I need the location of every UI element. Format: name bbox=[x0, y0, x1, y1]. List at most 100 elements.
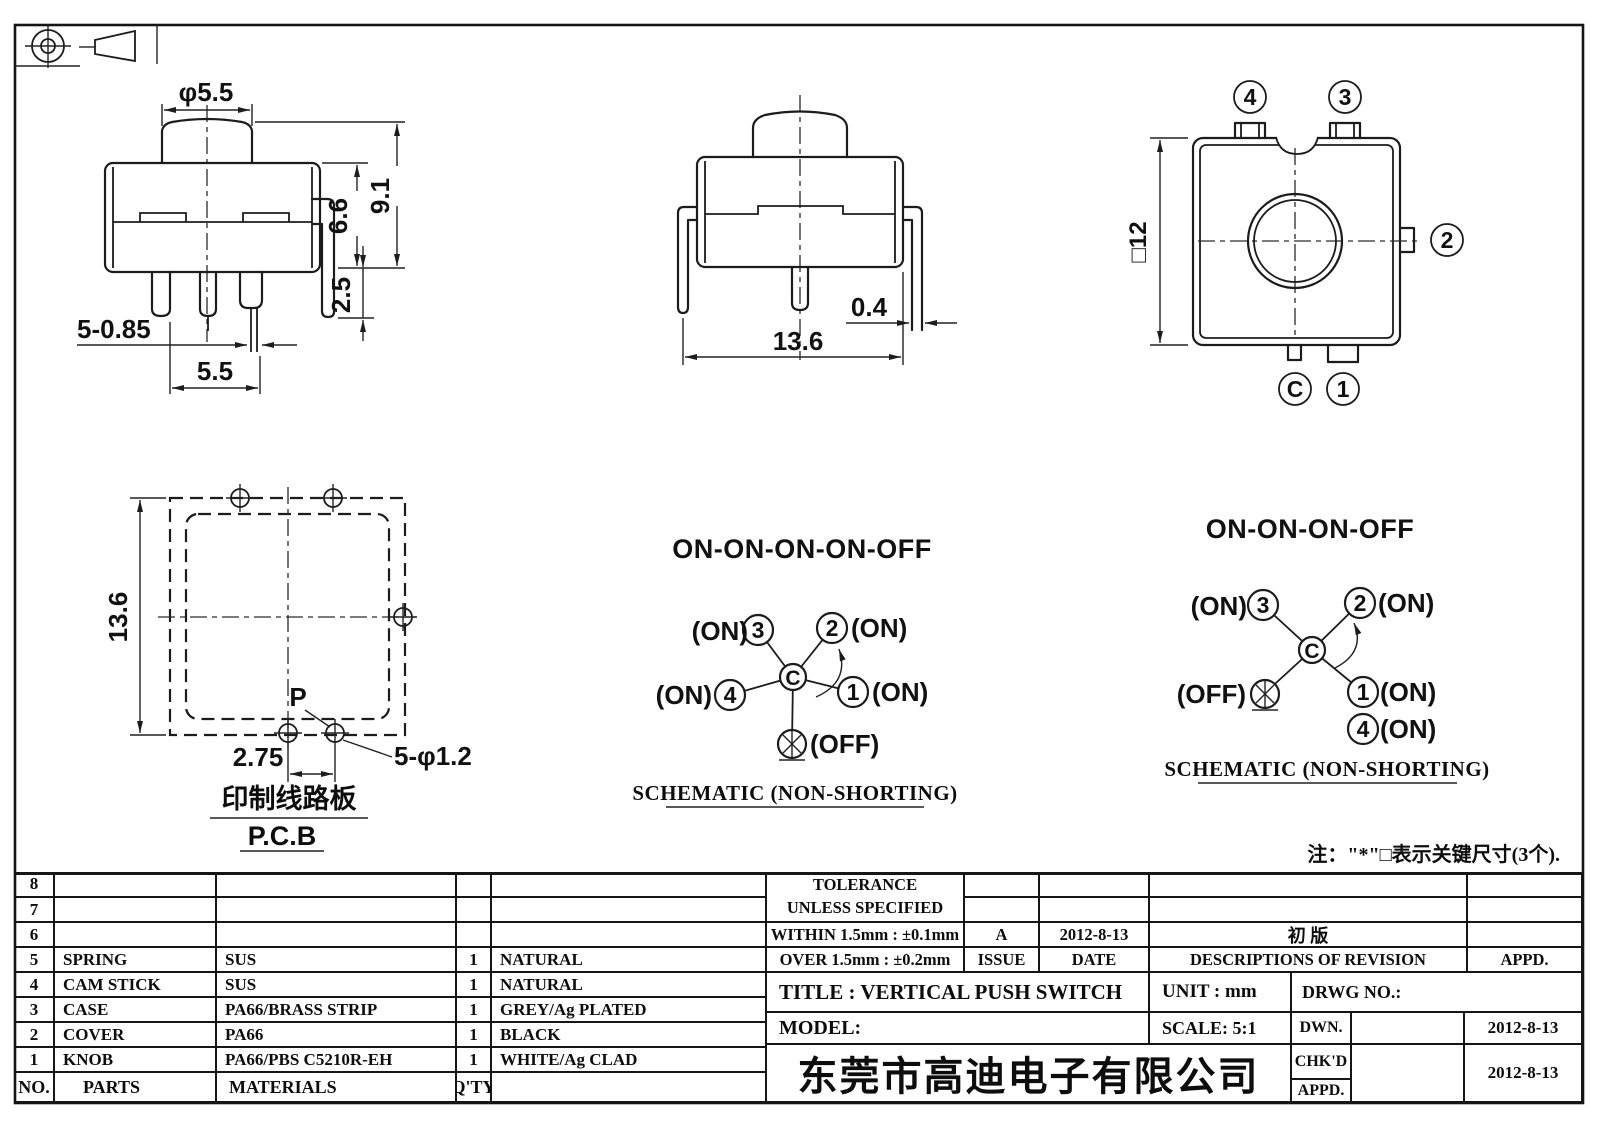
chkd-label: CHK'D bbox=[1292, 1045, 1352, 1080]
rev-appd-value bbox=[1468, 923, 1583, 948]
rev-empty bbox=[1150, 872, 1468, 898]
tolerance-over: OVER 1.5mm : ±0.2mm bbox=[767, 948, 965, 973]
parts-row-qty: 1 bbox=[457, 1048, 492, 1073]
sl-on1: (ON) bbox=[872, 677, 928, 707]
dim-body-height: 6.6 bbox=[323, 198, 353, 234]
parts-row-finish bbox=[492, 923, 767, 948]
schematic-left-title: ON-ON-ON-ON-OFF bbox=[672, 534, 931, 564]
sr-on2: (ON) bbox=[1378, 588, 1434, 618]
parts-header-materials: MATERIALS bbox=[217, 1073, 457, 1103]
terminal-c-tab bbox=[1286, 343, 1303, 362]
terminal-3-label: 3 bbox=[1339, 84, 1352, 110]
parts-row-part: KNOB bbox=[55, 1048, 217, 1073]
schematic-left: ON-ON-ON-ON-OFF 3 2 4 1 C (ON) (ON) (ON)… bbox=[632, 534, 957, 808]
rev-description-value: 初 版 bbox=[1150, 923, 1468, 948]
parts-row-no: 5 bbox=[15, 948, 55, 973]
parts-row-material bbox=[217, 898, 457, 923]
terminal-4-label: 4 bbox=[1244, 84, 1257, 110]
parts-row-finish: WHITE/Ag CLAD bbox=[492, 1048, 767, 1073]
rev-appd-label: APPD. bbox=[1468, 948, 1583, 973]
parts-header-finish bbox=[492, 1073, 767, 1103]
rev-empty bbox=[965, 898, 1040, 923]
dim-total-height: 9.1 bbox=[365, 178, 395, 214]
parts-row-material bbox=[217, 923, 457, 948]
sr-t4: 4 bbox=[1357, 716, 1370, 742]
terminal-1-tab bbox=[1326, 343, 1360, 364]
terminal-2-tab bbox=[1398, 226, 1416, 254]
dim-square: □12 bbox=[1125, 221, 1152, 262]
schematic-right: ON-ON-ON-OFF 3 2 1 4 C (ON) (ON) (OFF) (… bbox=[1164, 514, 1489, 784]
dim-pin-thickness: 0.4 bbox=[851, 292, 888, 322]
schematic-right-title: ON-ON-ON-OFF bbox=[1206, 514, 1414, 544]
front-center-pin bbox=[790, 265, 810, 312]
pcb-dim-holes: 5-φ1.2 bbox=[394, 741, 472, 771]
top-view: 4 3 2 C 1 □12 bbox=[1125, 80, 1464, 406]
title-cell: TITLE : VERTICAL PUSH SWITCH bbox=[767, 973, 1150, 1013]
parts-row-qty: 1 bbox=[457, 948, 492, 973]
parts-row-no: 6 bbox=[15, 923, 55, 948]
sr-off: (OFF) bbox=[1177, 679, 1246, 709]
terminal-c-label: C bbox=[1287, 376, 1304, 402]
pcb-holes bbox=[226, 484, 417, 747]
key-dimension-note: 注："*"□表示关键尺寸(3个). bbox=[1307, 844, 1560, 866]
parts-row-qty: 1 bbox=[457, 973, 492, 998]
terminal-4-tab bbox=[1233, 121, 1267, 140]
rev-empty bbox=[965, 872, 1040, 898]
projection-symbol bbox=[15, 24, 158, 68]
sl-t2: 2 bbox=[826, 615, 839, 641]
company-name: 东莞市高迪电子有限公司 bbox=[767, 1045, 1292, 1103]
rev-date-label: DATE bbox=[1040, 948, 1150, 973]
pcb-view: 13.6 P 5-φ1.2 2.75 印制线路板 P.C.B bbox=[103, 484, 472, 852]
parts-row-part bbox=[55, 923, 217, 948]
sl-on2: (ON) bbox=[851, 613, 907, 643]
parts-row-qty bbox=[457, 872, 492, 898]
sr-t3: 3 bbox=[1257, 592, 1270, 618]
parts-row-qty bbox=[457, 923, 492, 948]
tolerance-line2: UNLESS SPECIFIED bbox=[786, 897, 944, 917]
parts-row-part bbox=[55, 872, 217, 898]
appd-label: APPD. bbox=[1292, 1080, 1352, 1103]
sr-t1: 1 bbox=[1357, 679, 1370, 705]
parts-row-no: 4 bbox=[15, 973, 55, 998]
table-top-rule bbox=[15, 872, 1583, 875]
parts-row-no: 7 bbox=[15, 898, 55, 923]
dim-width: 13.6 bbox=[773, 326, 824, 356]
dim-pins: 5-0.85 bbox=[77, 314, 151, 344]
parts-row-qty: 1 bbox=[457, 1023, 492, 1048]
parts-row-part: CAM STICK bbox=[55, 973, 217, 998]
front-body bbox=[695, 155, 905, 269]
tolerance-within: WITHIN 1.5mm : ±0.1mm bbox=[767, 923, 965, 948]
rev-description-label: DESCRIPTIONS OF REVISION bbox=[1150, 948, 1468, 973]
terminal-1-label: 1 bbox=[1337, 376, 1350, 402]
rev-empty bbox=[1468, 898, 1583, 923]
parts-row-part: CASE bbox=[55, 998, 217, 1023]
dim-pitch: 5.5 bbox=[197, 356, 233, 386]
sr-on4: (ON) bbox=[1380, 714, 1436, 744]
parts-row-finish: NATURAL bbox=[492, 948, 767, 973]
side-pin-3 bbox=[238, 270, 264, 310]
dwn-signature bbox=[1352, 1013, 1465, 1045]
rev-issue-value: A bbox=[965, 923, 1040, 948]
side-pin-1 bbox=[150, 270, 172, 318]
rev-empty bbox=[1040, 898, 1150, 923]
front-button bbox=[751, 110, 849, 159]
pcb-dim-pitch: 2.75 bbox=[233, 742, 284, 772]
front-right-arm bbox=[901, 205, 924, 332]
rev-empty bbox=[1150, 898, 1468, 923]
schematic-left-caption: SCHEMATIC (NON-SHORTING) bbox=[632, 781, 957, 805]
parts-row-qty bbox=[457, 898, 492, 923]
sl-t4: 4 bbox=[724, 682, 737, 708]
sl-t3: 3 bbox=[752, 617, 765, 643]
side-bracket bbox=[310, 197, 336, 319]
parts-row-part: SPRING bbox=[55, 948, 217, 973]
rev-empty bbox=[1468, 872, 1583, 898]
top-knob-hole bbox=[1246, 192, 1344, 290]
sl-center: C bbox=[785, 667, 800, 690]
parts-header-no: NO. bbox=[15, 1073, 55, 1103]
parts-row-material: SUS bbox=[217, 973, 457, 998]
sr-off-node bbox=[1249, 678, 1281, 711]
model-cell: MODEL: bbox=[767, 1013, 1150, 1045]
unit-cell: UNIT : mm bbox=[1150, 973, 1292, 1013]
sl-on4: (ON) bbox=[656, 680, 712, 710]
front-view: 13.6 0.4 bbox=[676, 95, 957, 365]
